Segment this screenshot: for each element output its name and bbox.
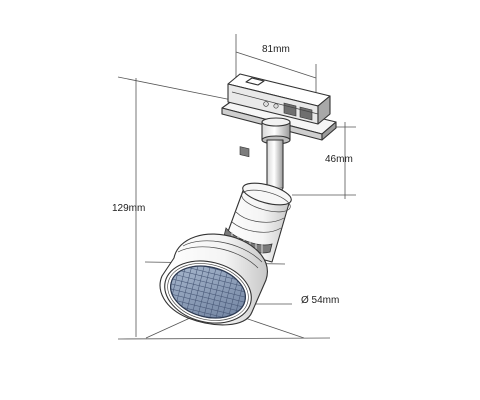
lens-grid-line [196,261,212,321]
lens-grid-line [165,281,251,305]
diameter-label: Ø 54mm [301,295,339,306]
lens-grid-line [184,258,201,318]
adapter-height-label: 46mm [325,154,353,165]
screw-icon [273,103,279,109]
lens-grid-line [208,264,224,324]
track-adapter [221,73,337,158]
width-label: 81mm [262,44,290,55]
lens-grid-line [219,267,235,326]
lens-grid-line [214,266,230,325]
total-height-label: 129mm [112,203,145,214]
lens-grid-line [166,272,251,295]
notch [239,146,250,158]
lens-grid-line [165,286,251,309]
lens-grid-line [202,263,218,322]
lens [165,258,251,326]
lens-grid-line [165,291,250,314]
lens-grid-line [190,260,206,319]
lamp-head [159,233,268,326]
lens-grid-line [167,267,251,290]
screw-icon [263,101,269,107]
dimension-labels: 81mm 46mm 129mm Ø 54mm [112,44,353,306]
lens-grid-line [165,276,251,300]
total-height-dimension [117,76,331,340]
